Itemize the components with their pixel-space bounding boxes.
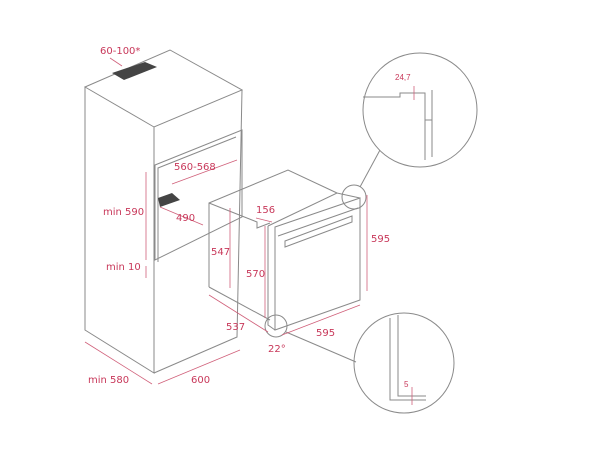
label-cabinet-depth: min 580 [88, 375, 129, 386]
label-niche-width: 560-568 [174, 162, 216, 173]
cabinet [83, 49, 244, 374]
label-cabinet-width: 600 [191, 375, 210, 386]
label-oven-top-step: 156 [256, 205, 275, 216]
label-oven-front-height: 595 [371, 234, 390, 245]
label-oven-depth: 537 [226, 322, 245, 333]
ventilation-slot [112, 62, 157, 80]
label-niche-depth: 490 [176, 213, 195, 224]
detail-top [341, 52, 478, 210]
label-ventilation: 60-100* [100, 46, 140, 57]
label-gap-below: min 10 [106, 262, 141, 273]
detail-bottom [264, 312, 455, 414]
dimension-labels: 60-100* 560-568 min 590 490 min 10 547 5… [88, 46, 411, 389]
label-oven-inner-height: 570 [246, 269, 265, 280]
oven [208, 169, 361, 331]
label-oven-body-height: 547 [211, 247, 230, 258]
label-detail-bottom: 5 [404, 380, 409, 389]
label-oven-width: 595 [316, 328, 335, 339]
niche-slot [158, 193, 180, 207]
label-niche-height: min 590 [103, 207, 144, 218]
label-door-angle: 22° [268, 344, 286, 355]
label-detail-top: 24,7 [395, 73, 411, 82]
dimension-lines [84, 57, 368, 385]
